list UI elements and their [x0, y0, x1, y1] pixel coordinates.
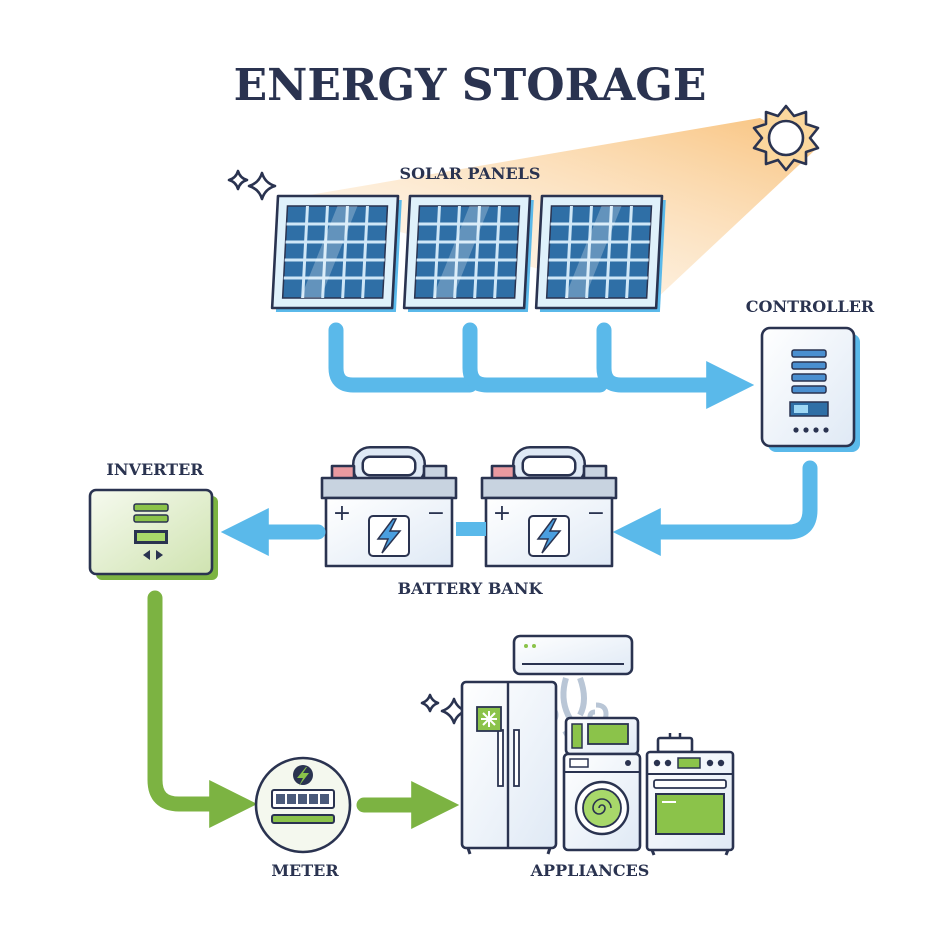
battery-positive-terminal: +: [493, 501, 511, 526]
dc-flow-controller-to-batteries: [612, 460, 818, 557]
sparkle-icon: [420, 693, 440, 713]
lightning-icon: [293, 765, 313, 786]
ac-flow-inverter-to-meter: [147, 590, 258, 829]
sun-icon: [752, 104, 820, 172]
appliances-label: APPLIANCES: [530, 861, 650, 880]
inverter: [88, 488, 218, 580]
washing-machine: [562, 752, 642, 852]
inverter-label: INVERTER: [106, 460, 204, 479]
refrigerator: [460, 680, 558, 855]
microwave: [564, 716, 640, 756]
solar-panels-label: SOLAR PANELS: [400, 164, 541, 183]
stove-oven: [645, 733, 735, 856]
snowflake-icon: [476, 706, 502, 732]
page-title: ENERGY STORAGE: [234, 60, 707, 111]
solar-panel: [270, 194, 402, 312]
sparkle-icon: [227, 169, 249, 191]
air-conditioner: [512, 634, 634, 676]
battery-negative-terminal: −: [427, 501, 445, 526]
lightning-icon: [528, 515, 570, 557]
battery: + −: [480, 446, 618, 568]
battery-negative-terminal: −: [587, 501, 605, 526]
charge-controller: [760, 326, 860, 452]
lightning-icon: [368, 515, 410, 557]
meter: [254, 756, 352, 854]
sparkle-icon: [247, 171, 277, 201]
dc-flow-panels-to-controller: [328, 322, 755, 410]
battery: + −: [320, 446, 458, 568]
battery-link: [456, 522, 486, 536]
battery-positive-terminal: +: [333, 501, 351, 526]
solar-panel: [534, 194, 666, 312]
meter-label: METER: [271, 861, 339, 880]
solar-panel: [402, 194, 534, 312]
controller-label: CONTROLLER: [746, 297, 875, 316]
battery-bank-label: BATTERY BANK: [398, 579, 544, 598]
